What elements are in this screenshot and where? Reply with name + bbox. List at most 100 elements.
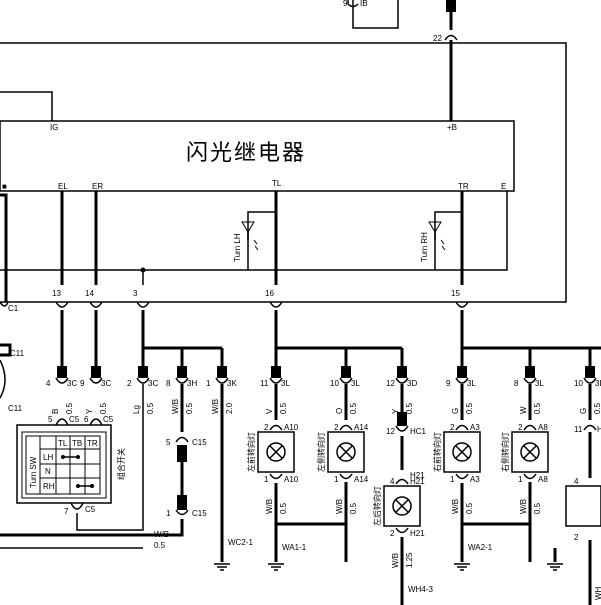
ground-symbol (547, 563, 563, 571)
c5-label-1: C5 (69, 415, 80, 424)
right-pin-4: 4 (574, 477, 579, 486)
c11-top: C11 (10, 349, 25, 358)
right-pin-code: H (597, 425, 601, 434)
lamp-pin-top: 4 (390, 477, 395, 486)
pin-code: 3D (595, 379, 601, 388)
indicator-right: Turn RH (420, 211, 462, 270)
pin-15: 15 (451, 289, 460, 298)
relay-title: 闪光继电器 (186, 141, 306, 166)
lamp-pin-top: 2 (518, 423, 523, 432)
switch-row-lh: LH (43, 453, 53, 462)
battery-feed: 22 (433, 0, 458, 121)
relay-outputs: ■ (0, 182, 508, 302)
switch-col-tl: TL (58, 439, 68, 448)
ground-wire-gauge: 0.5 (279, 502, 288, 514)
lamp-conn-bot: A8 (538, 475, 548, 484)
lamp-pin-bot: 1 (518, 475, 523, 484)
c5-label-2: C5 (103, 415, 114, 424)
pin-code: 3D (407, 379, 417, 388)
ground-wire-color: W/B (335, 499, 344, 514)
c5-pin-5: 5 (48, 415, 53, 424)
ground-wire-color: W/B (519, 499, 528, 514)
ground-wire-gauge: 0.5 (465, 502, 474, 514)
switch-row-n: N (45, 467, 51, 476)
turn-lh-label: Turn LH (233, 233, 242, 262)
c15-pin-1: 1 (166, 509, 171, 518)
conn-c1: C1 (8, 304, 19, 313)
wire-color: O (335, 408, 344, 414)
pin-number: 1 (206, 379, 211, 388)
ground-wire-color: W/B (391, 553, 400, 568)
wire-gauge: 0.5 (593, 402, 601, 414)
clip-top-pin: 9 (343, 0, 348, 8)
connector-pin: 11 3L V 0.5 (260, 366, 290, 414)
pin-code: 3C (67, 379, 77, 388)
pin-number: 8 (514, 379, 519, 388)
lamp-pin-top: 2 (334, 423, 339, 432)
pin-code: 3L (467, 379, 476, 388)
wire-color: B (51, 409, 60, 414)
c15-label-2: C15 (192, 509, 207, 518)
pin-code: 3L (281, 379, 290, 388)
wire-color: G (579, 408, 588, 414)
control-frame (0, 42, 567, 303)
wire-color: W/B (211, 399, 220, 414)
wire-gauge: 0.5 (185, 402, 194, 414)
ground-label: WA1-1 (282, 543, 307, 552)
h21-label-top: H21 (410, 471, 425, 480)
pin-number: 4 (46, 379, 51, 388)
ground-label-wc2: WC2-1 (228, 538, 253, 547)
ground-label-wh4: WH4-3 (408, 585, 433, 594)
wire-gauge: 2.0 (225, 402, 234, 414)
term-er: ER (92, 182, 103, 191)
lamp-conn-bot: H21 (410, 529, 425, 538)
wire-gauge: 0.5 (65, 402, 74, 414)
lamp-conn-bot: A3 (470, 475, 480, 484)
c5-pin-7: 7 (64, 507, 69, 516)
c15-label-1: C15 (192, 438, 207, 447)
pin-number: 9 (80, 379, 85, 388)
wire-color: W/B (171, 399, 180, 414)
ground-symbol (214, 563, 230, 571)
svg-text:■: ■ (2, 182, 7, 191)
pin-code: 3C (101, 379, 111, 388)
wire-color: Lg (132, 405, 141, 414)
ground-wire-gauge: 0.5 (349, 502, 358, 514)
term-el: EL (58, 182, 68, 191)
bottom-left-gauge: 0.5 (154, 541, 166, 550)
switch-col-tb: TB (72, 439, 82, 448)
turn-switch: Turn SW TL TB TR LH N RH 组合开关 (16, 424, 126, 504)
c5-connector: 5 C5 6 C5 7 C5 (48, 384, 144, 531)
lamp-pin-top: 2 (450, 423, 455, 432)
wire-gauge: 0.5 (533, 402, 542, 414)
term-b-plus: +B (447, 123, 457, 132)
wire-color: V (265, 408, 274, 414)
lamp-conn-top: A10 (284, 423, 299, 432)
pin-number: 9 (446, 379, 451, 388)
pin-13: 13 (52, 289, 61, 298)
connector-pin: 103DG0.5 (574, 366, 601, 414)
wire-color: W (519, 406, 528, 414)
top-clip: 9 IB (343, 0, 399, 29)
indicator-left: Turn LH (233, 211, 276, 270)
wire-gauge: 0.5 (349, 402, 358, 414)
c11-connector: C11 C11 (0, 343, 143, 549)
term-tr: TR (458, 182, 469, 191)
harness-down (60, 310, 601, 366)
lamp-name: 右前转向灯 (432, 432, 442, 472)
wire-gauge: 0.5 (465, 402, 474, 414)
ground-wire-color: W/B (265, 499, 274, 514)
ground-label-wh: WH (594, 586, 601, 600)
pin-number: 11 (260, 379, 269, 388)
wire-gauge: 0.5 (279, 402, 288, 414)
right-pin-2: 2 (574, 533, 579, 542)
term-ig: IG (50, 123, 58, 132)
switch-caption: 组合开关 (116, 448, 126, 480)
